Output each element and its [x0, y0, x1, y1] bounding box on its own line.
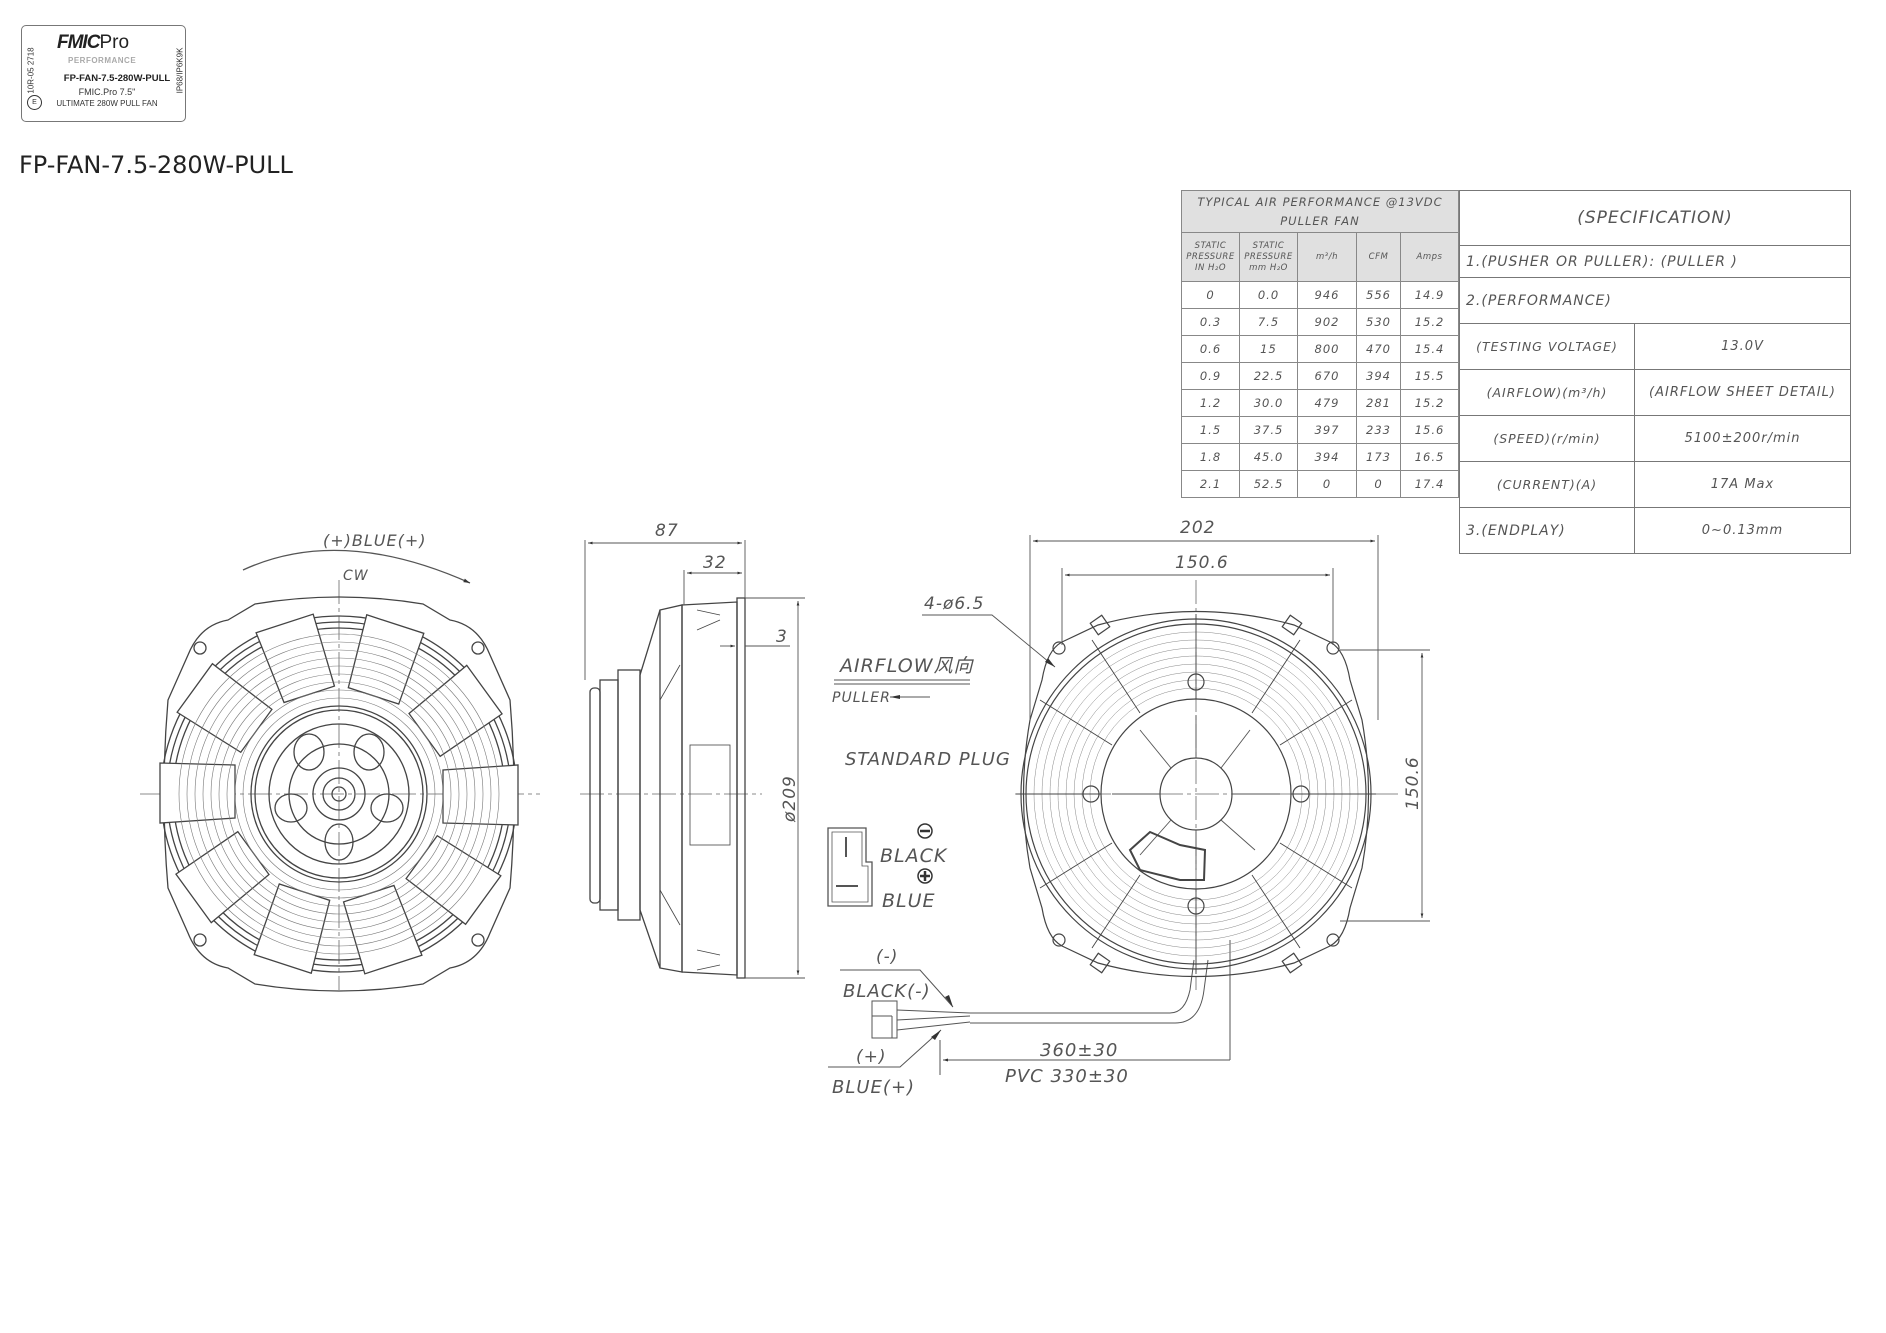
spec-title: (SPECIFICATION): [1459, 190, 1851, 246]
cell: 2.1: [1181, 470, 1240, 498]
spec-value: 17A Max: [1634, 461, 1851, 508]
spec-endplay-value: 0~0.13mm: [1634, 507, 1851, 554]
rear-view: [1015, 580, 1398, 990]
cell: 233: [1356, 416, 1401, 444]
blue-label: BLUE: [882, 890, 936, 912]
neg-wire-top-label: (-): [876, 947, 898, 967]
cell: 17.4: [1400, 470, 1459, 498]
cell: 173: [1356, 443, 1401, 471]
brand-subtitle: PERFORMANCE: [68, 56, 137, 65]
cell: 394: [1356, 362, 1401, 390]
black-label: BLACK: [880, 845, 948, 867]
dim-3: 3: [776, 627, 788, 647]
cell: 15.2: [1400, 389, 1459, 417]
standard-plug-label: STANDARD PLUG: [845, 749, 1011, 770]
airflow-arrow-icon: [890, 695, 900, 699]
brand-logo: FMICPro: [57, 32, 130, 53]
pvc-length-label: PVC 330±30: [1005, 1066, 1129, 1087]
product-label: FMICPro PERFORMANCE FP-FAN-7.5-280W-PULL…: [21, 25, 186, 122]
cell: 0.0: [1239, 281, 1298, 309]
dim-diameter: ø209: [780, 775, 800, 823]
cell: 37.5: [1239, 416, 1298, 444]
label-line3: ULTIMATE 280W PULL FAN: [56, 99, 158, 108]
cell: 16.5: [1400, 443, 1459, 471]
cell: 397: [1297, 416, 1357, 444]
plus-icon: [917, 868, 933, 884]
puller-label: PULLER: [832, 690, 891, 706]
cell: 15.6: [1400, 416, 1459, 444]
cell: 7.5: [1239, 308, 1298, 336]
cell: 902: [1297, 308, 1357, 336]
label-part-number: FP-FAN-7.5-280W-PULL: [63, 73, 171, 84]
dim-depth: 87: [655, 521, 679, 541]
cell: 1.2: [1181, 389, 1240, 417]
pos-wire-top-label: (+): [856, 1047, 887, 1067]
cell: 15.4: [1400, 335, 1459, 363]
cell: 45.0: [1239, 443, 1298, 471]
spec-value: 5100±200r/min: [1634, 415, 1851, 462]
cell: 800: [1297, 335, 1357, 363]
rotation-label: CW: [343, 568, 369, 584]
cell: 0: [1297, 470, 1357, 498]
plug-connector-icon: [827, 827, 873, 907]
spec-pusher-puller: 1.(PUSHER OR PULLER): (PULLER ): [1459, 245, 1851, 278]
dim-bolt-vertical: 150.6: [1403, 756, 1423, 810]
polarity-label: (+)BLUE(+): [323, 531, 427, 550]
neg-wire-label: BLACK(-): [843, 981, 931, 1002]
cell: 394: [1297, 443, 1357, 471]
mount-holes-label: 4-ø6.5: [924, 594, 984, 614]
airflow-label: AIRFLOW风向: [838, 655, 974, 677]
col-header: STATIC PRESSURE IN H₂O: [1181, 232, 1240, 282]
page-title: FP-FAN-7.5-280W-PULL: [19, 151, 293, 179]
dim-overall: 202: [1180, 518, 1215, 538]
label-line2: FMIC.Pro 7.5": [78, 87, 136, 97]
cell: 15.2: [1400, 308, 1459, 336]
cable: [828, 940, 1231, 1075]
cable-length-label: 360±30: [1040, 1040, 1118, 1061]
cell: 52.5: [1239, 470, 1298, 498]
cell: 22.5: [1239, 362, 1298, 390]
side-view: [580, 597, 762, 979]
spec-endplay-key: 3.(ENDPLAY): [1459, 507, 1635, 554]
front-view: [140, 549, 540, 992]
emark-icon: E: [27, 95, 42, 110]
minus-icon: [917, 823, 933, 839]
dim-32: 32: [703, 553, 727, 573]
dim-bolt-horizontal: 150.6: [1175, 553, 1229, 573]
specification-table: (SPECIFICATION) 1.(PUSHER OR PULLER): (P…: [1459, 190, 1851, 554]
cell: 556: [1356, 281, 1401, 309]
spec-value: 13.0V: [1634, 323, 1851, 370]
cell: 530: [1356, 308, 1401, 336]
spec-value: (AIRFLOW SHEET DETAIL): [1634, 369, 1851, 416]
cell: 470: [1356, 335, 1401, 363]
col-header: CFM: [1356, 232, 1401, 282]
cell: 281: [1356, 389, 1401, 417]
cell: 946: [1297, 281, 1357, 309]
pos-wire-label: BLUE(+): [832, 1077, 915, 1098]
col-header: STATIC PRESSURE mm H₂O: [1239, 232, 1298, 282]
